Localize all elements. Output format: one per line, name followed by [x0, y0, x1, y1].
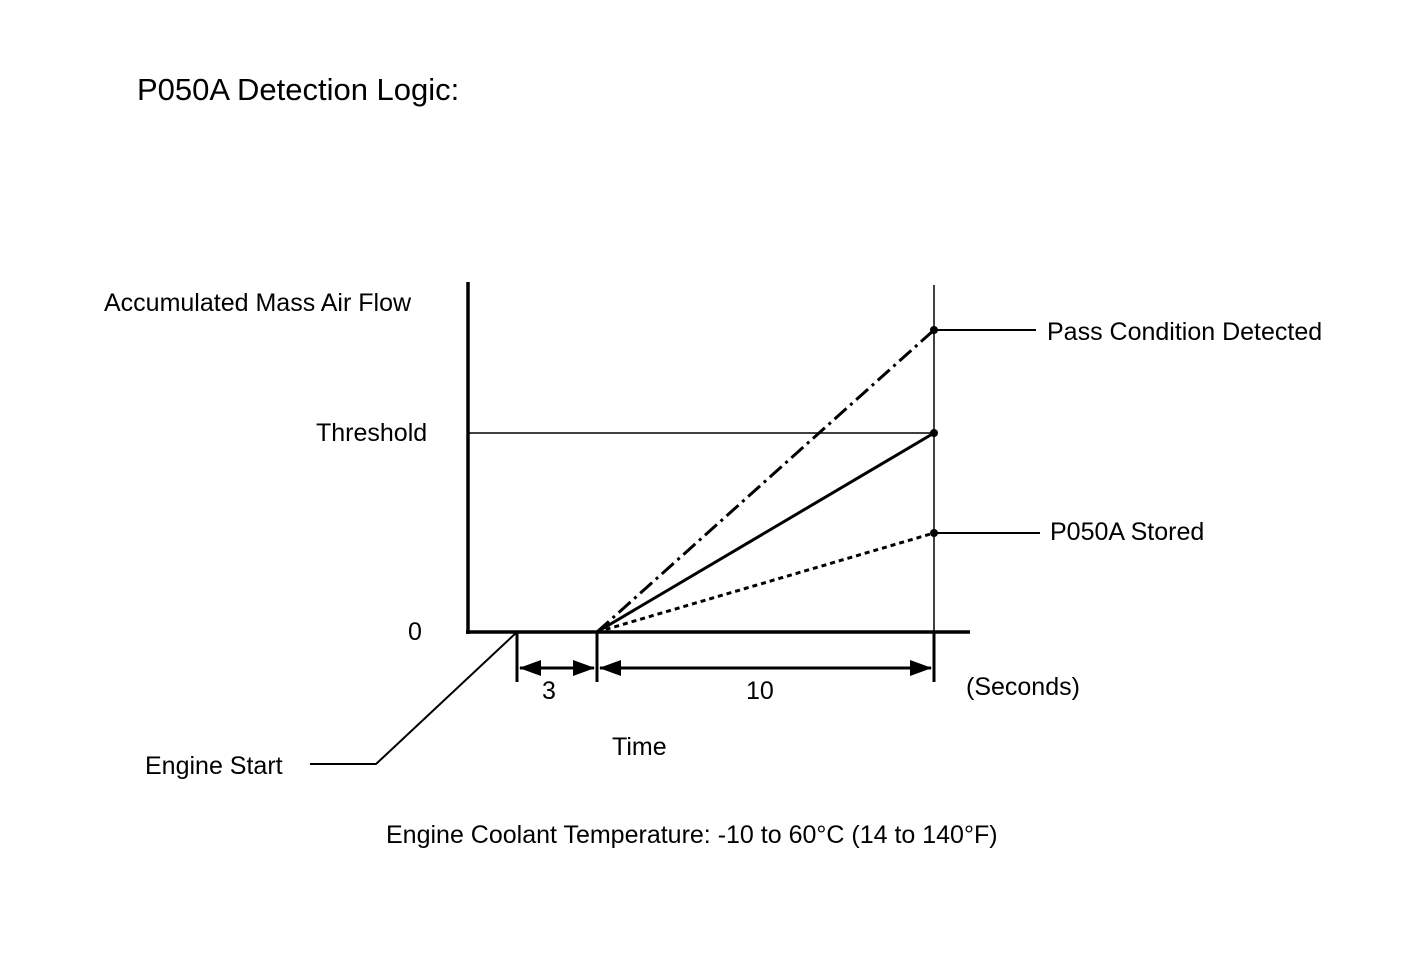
interval-3-label: 3 — [542, 677, 556, 705]
interval-10-arrow — [599, 660, 932, 676]
threshold-curve — [596, 431, 935, 634]
y-axis-label: Accumulated Mass Air Flow — [104, 289, 412, 317]
interval-10-label: 10 — [746, 677, 774, 705]
p050a-stored-label: P050A Stored — [1050, 518, 1204, 546]
diagram-title: P050A Detection Logic: — [137, 72, 459, 107]
threshold-label: Threshold — [316, 419, 427, 447]
time-label: Time — [612, 733, 667, 761]
threshold-point — [930, 429, 938, 437]
engine-start-label: Engine Start — [145, 752, 283, 780]
seconds-unit-label: (Seconds) — [966, 673, 1080, 701]
fail-curve — [596, 531, 935, 634]
engine-start-leader — [310, 631, 518, 765]
interval-3-arrow — [519, 660, 595, 676]
pass-curve — [595, 328, 936, 634]
zero-label: 0 — [408, 618, 422, 646]
pass-condition-label: Pass Condition Detected — [1047, 318, 1322, 346]
coolant-temp-condition: Engine Coolant Temperature: -10 to 60°C … — [386, 821, 998, 849]
